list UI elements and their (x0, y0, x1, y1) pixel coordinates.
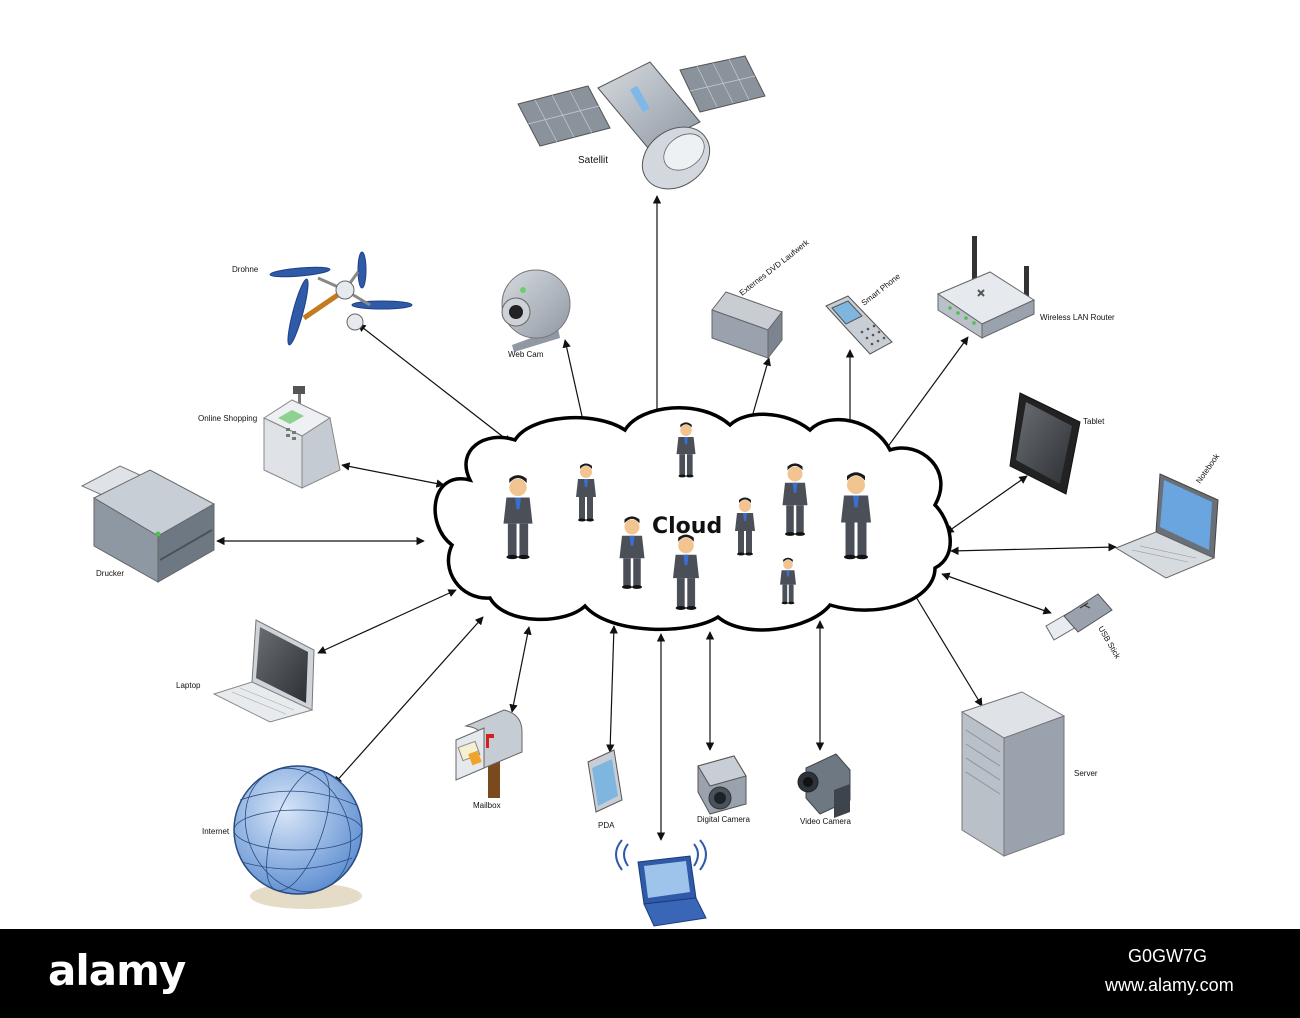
printer-icon (80, 465, 216, 583)
footer-image-id: G0GW7G (1128, 946, 1208, 966)
smartphone-icon (825, 295, 893, 355)
link-pda (606, 625, 618, 753)
link-internet (333, 616, 484, 785)
link-mailbox (509, 626, 532, 713)
drone-icon (269, 251, 413, 346)
footer-url: www.alamy.com (1105, 975, 1234, 995)
cash-register-icon (262, 386, 341, 489)
dvd-drive-icon (711, 291, 783, 360)
link-wireless-router (883, 336, 969, 453)
label-externes-dvd: Externes DVD Laufwerk (738, 237, 812, 297)
link-notebook (950, 542, 1117, 556)
wireless-laptop-icon (615, 839, 707, 927)
label-video-camera: Video Camera (800, 817, 852, 826)
laptop-icon (212, 619, 315, 723)
webcam-icon (501, 269, 571, 352)
cloud: Cloud (433, 406, 952, 632)
label-tablet: Tablet (1083, 417, 1105, 426)
label-smart-phone: Smart Phone (860, 271, 903, 307)
label-laptop: Laptop (176, 681, 201, 690)
link-laptop (317, 589, 457, 654)
link-externes-dvd (748, 357, 771, 425)
label-notebook: Notebook (1194, 451, 1222, 485)
label-usb-stick: USB Stick (1096, 625, 1122, 662)
video-camera-icon (797, 753, 851, 818)
globe-icon (233, 765, 363, 909)
satellite-icon (517, 55, 766, 190)
wireless-router-icon (936, 236, 1036, 339)
digital-camera-icon (697, 755, 747, 815)
label-drohne: Drohne (232, 265, 259, 274)
tablet-icon (1009, 392, 1081, 495)
link-web-cam (562, 339, 587, 426)
footer-bar (0, 929, 1300, 1018)
pda-icon (587, 749, 623, 813)
label-server: Server (1074, 769, 1098, 778)
link-server (909, 586, 983, 707)
mailbox-icon (455, 709, 523, 798)
label-mailbox: Mailbox (473, 801, 501, 810)
link-drohne (357, 323, 512, 444)
cloud-shape (433, 406, 952, 632)
footer-logo: alamy (48, 946, 186, 995)
label-drucker: Drucker (96, 569, 124, 578)
label-wireless-router: Wireless LAN Router (1040, 313, 1115, 322)
label-internet: Internet (202, 827, 230, 836)
links (216, 195, 1117, 841)
label-satellit: Satellit (578, 155, 608, 166)
label-web-cam: Web Cam (508, 350, 544, 359)
usb-stick-icon (1045, 593, 1113, 641)
link-tablet (945, 475, 1028, 534)
server-icon (960, 691, 1066, 857)
link-online-shopping (341, 462, 445, 488)
label-digital-camera: Digital Camera (697, 815, 750, 824)
link-usb-stick (941, 572, 1052, 615)
label-online-shopping: Online Shopping (198, 414, 257, 423)
notebook-icon (1114, 473, 1219, 579)
label-pda: PDA (598, 821, 615, 830)
